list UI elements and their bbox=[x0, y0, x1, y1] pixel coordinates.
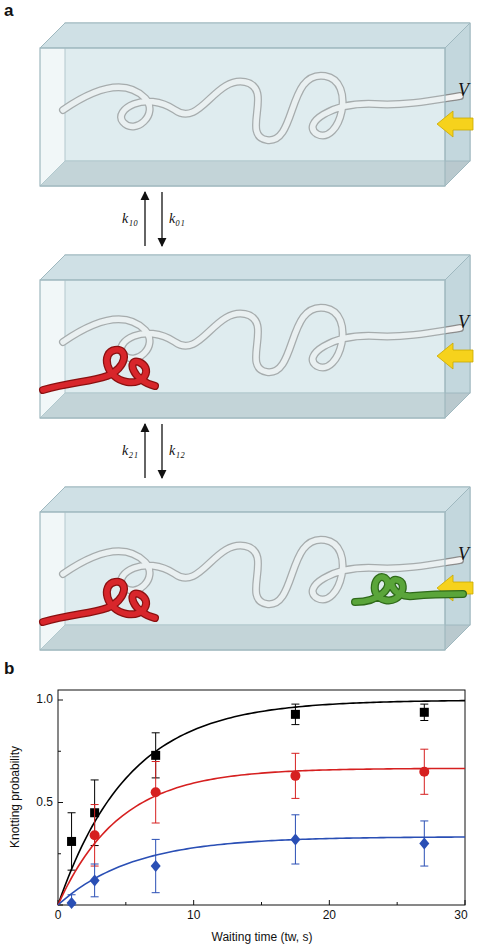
flow-velocity-label: V bbox=[458, 80, 469, 101]
panel-letter: b bbox=[4, 660, 14, 679]
rate-arrow bbox=[144, 424, 145, 478]
knot-red bbox=[43, 582, 155, 622]
axis-title: Knotting probability bbox=[9, 746, 22, 848]
channel-drawing bbox=[40, 255, 473, 418]
knot-red bbox=[43, 350, 155, 390]
tick-label: 30 bbox=[454, 909, 467, 922]
rate-constant: k₁₀ bbox=[121, 211, 139, 227]
axis-title: Waiting time (tw, s) bbox=[212, 931, 313, 944]
panel-letter: a bbox=[4, 2, 13, 21]
rate-arrow bbox=[161, 192, 162, 246]
rate-arrow bbox=[144, 192, 145, 246]
rate-constant: k₁₂ bbox=[168, 443, 186, 459]
tick-label: 1.0 bbox=[36, 693, 53, 706]
flow-velocity-label: V bbox=[458, 312, 469, 333]
tick-label: 0.5 bbox=[36, 796, 53, 809]
channel-box: V bbox=[35, 18, 475, 188]
flow-velocity-label: V bbox=[458, 544, 469, 565]
channel-box: V bbox=[35, 482, 475, 652]
tick-label: 10 bbox=[187, 909, 200, 922]
rate-constant: k₂₁ bbox=[121, 443, 139, 459]
knot-green bbox=[355, 577, 463, 602]
rate-arrow bbox=[161, 424, 162, 478]
tick-label: 20 bbox=[323, 909, 336, 922]
channel-drawing bbox=[40, 487, 473, 650]
tick-label: 0 bbox=[55, 909, 62, 922]
channel-box: V bbox=[35, 250, 475, 420]
rate-constant: k₀₁ bbox=[168, 211, 186, 227]
knotting-chart bbox=[58, 690, 465, 909]
channel-drawing bbox=[40, 23, 473, 186]
